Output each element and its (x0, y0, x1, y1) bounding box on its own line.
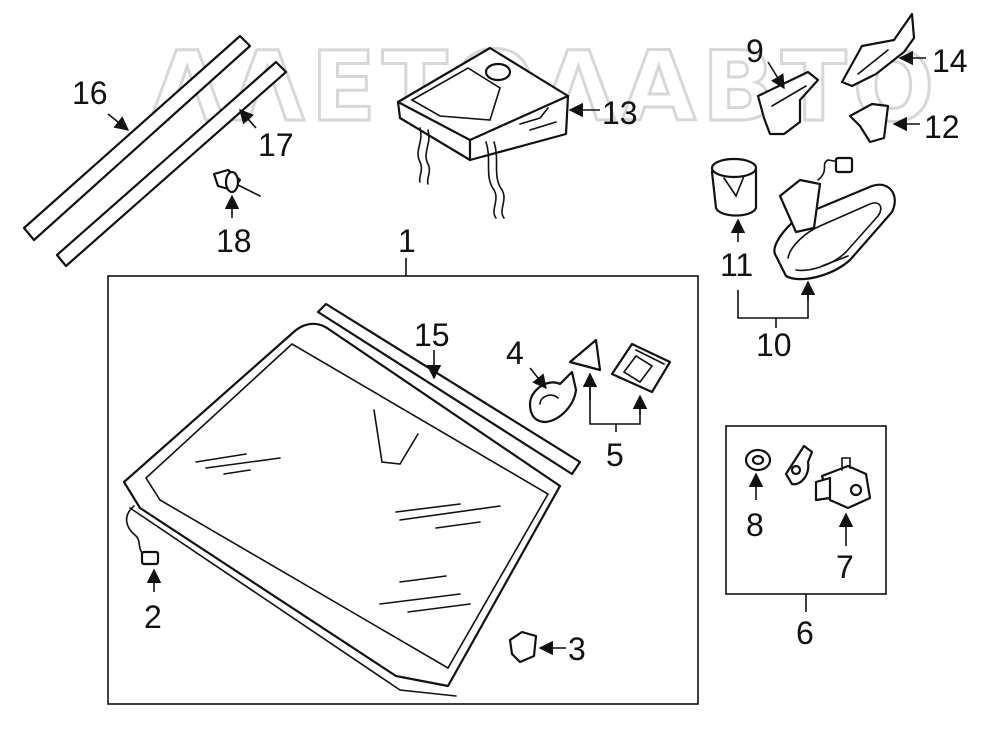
windshield-group-box (107, 275, 699, 705)
callout-4: 4 (506, 335, 524, 371)
clip-18 (212, 168, 261, 197)
molding-17 (55, 60, 288, 268)
callout-10: 10 (756, 327, 792, 363)
callout-16: 16 (72, 75, 108, 111)
callout-9: 9 (746, 33, 764, 69)
clip-3 (508, 630, 538, 664)
callout-17: 17 (258, 127, 294, 163)
callout-6: 6 (796, 615, 814, 651)
rearview-mirror-10 (773, 156, 896, 281)
molding-15 (316, 302, 582, 476)
mirror-cover-9 (756, 70, 820, 136)
callout-18: 18 (216, 223, 252, 259)
callout-8: 8 (746, 507, 764, 543)
callout-13: 13 (602, 95, 638, 131)
bracket-4 (528, 370, 578, 424)
callout-1: 1 (398, 223, 416, 259)
callout-14: 14 (932, 43, 968, 79)
sensor-pad-5a (568, 338, 602, 372)
callout-15: 15 (414, 317, 450, 353)
callout-5: 5 (606, 437, 624, 473)
windshield-glass (122, 322, 562, 697)
washer-8 (744, 448, 772, 472)
mirror-mount-11 (710, 157, 758, 217)
callout-3: 3 (568, 631, 586, 667)
connector-2 (125, 505, 160, 566)
bracket-12 (848, 102, 890, 144)
rain-sensor-module-13 (396, 46, 570, 219)
sensor-7 (814, 457, 872, 510)
molding-16 (22, 34, 252, 242)
seal-ring (784, 444, 814, 486)
callout-7: 7 (836, 549, 854, 585)
callout-2: 2 (144, 599, 162, 635)
callout-11: 11 (720, 247, 753, 283)
sensor-bracket-5b (610, 342, 672, 394)
callout-12: 12 (924, 109, 960, 145)
cover-14 (840, 12, 916, 88)
